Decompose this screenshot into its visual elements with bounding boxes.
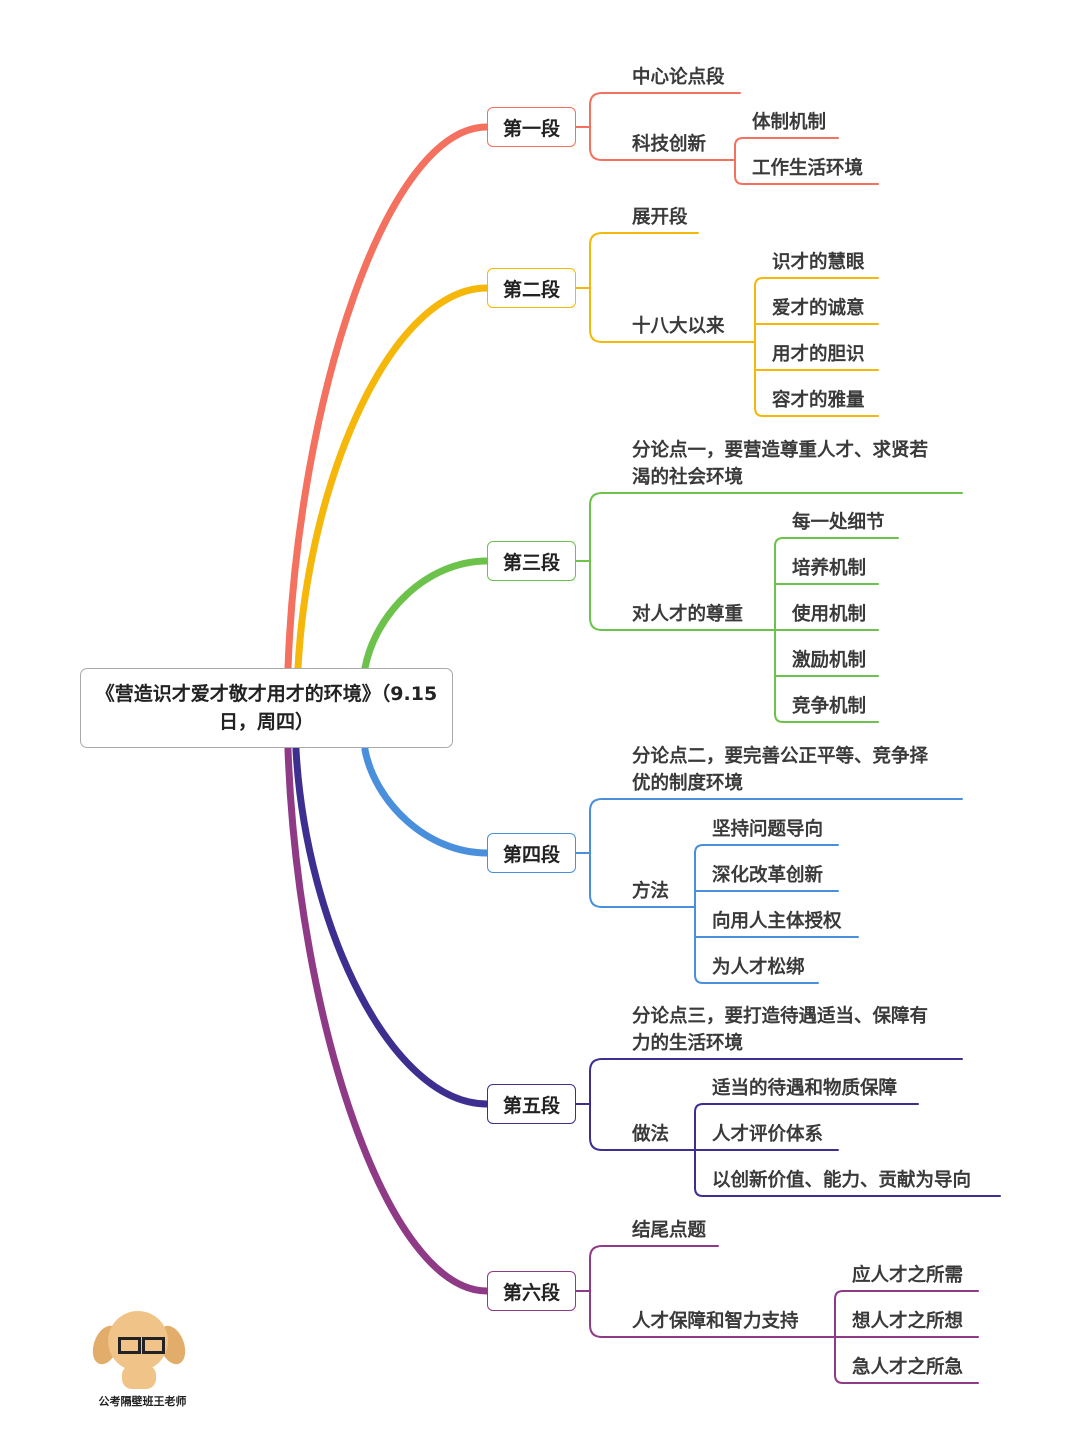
main-branch-line — [361, 705, 491, 857]
child-topic[interactable]: 做法 — [632, 1124, 670, 1145]
subtopic[interactable]: 用才的胆识 — [772, 344, 865, 365]
child-topic[interactable]: 分论点三，要打造待遇适当、保障有力的生活环境 — [632, 1006, 929, 1054]
branch-node-2[interactable]: 第二段 — [487, 268, 576, 308]
branch-label: 第三段 — [502, 551, 560, 574]
subtopic[interactable]: 每一处细节 — [792, 512, 885, 533]
subtopic[interactable]: 人才评价体系 — [712, 1124, 824, 1145]
child-topic[interactable]: 分论点二，要完善公正平等、竞争择优的制度环境 — [632, 746, 929, 794]
subtopic[interactable]: 工作生活环境 — [752, 158, 864, 179]
subtopic[interactable]: 坚持问题导向 — [712, 819, 824, 840]
subtopic[interactable]: 深化改革创新 — [712, 865, 824, 886]
main-branch-line — [284, 123, 491, 713]
subtopic-underline — [754, 277, 879, 287]
main-branch-line — [294, 284, 491, 713]
child-underline — [589, 1103, 696, 1151]
child-underline — [589, 492, 963, 562]
branch-node-4[interactable]: 第四段 — [487, 833, 576, 873]
branch-label: 第五段 — [502, 1094, 560, 1117]
subtopic-underline — [734, 175, 879, 185]
watermark-logo: 公考隔壁班王老师 — [80, 1305, 200, 1415]
subtopic-underline — [774, 537, 899, 547]
subtopic-underline — [734, 137, 839, 147]
subtopic[interactable]: 为人才松绑 — [712, 957, 805, 978]
root-topic[interactable]: 《营造识才爱才敬才用才的环境》（9.15日，周四） — [80, 668, 453, 748]
subtopic[interactable]: 培养机制 — [792, 558, 867, 579]
subtopic-underline — [834, 1374, 979, 1384]
branch-label: 第六段 — [502, 1281, 560, 1304]
subtopic[interactable]: 识才的慧眼 — [772, 252, 865, 273]
subtopic-underline — [694, 1187, 1001, 1197]
branch-node-6[interactable]: 第六段 — [487, 1271, 576, 1311]
root-topic-label: 《营造识才爱才敬才用才的环境》（9.15日，周四） — [95, 683, 438, 733]
subtopic[interactable]: 体制机制 — [752, 112, 827, 133]
subtopic-underline — [834, 1290, 979, 1300]
main-branch-line — [292, 705, 491, 1108]
subtopic-underline — [694, 1103, 919, 1113]
child-topic[interactable]: 方法 — [632, 881, 670, 902]
subtopic[interactable]: 想人才之所想 — [852, 1311, 964, 1332]
subtopic[interactable]: 向用人主体授权 — [712, 911, 842, 932]
child-topic[interactable]: 分论点一，要营造尊重人才、求贤若渴的社会环境 — [632, 440, 929, 488]
child-topic[interactable]: 科技创新 — [632, 134, 707, 155]
child-underline — [589, 126, 736, 161]
child-topic[interactable]: 展开段 — [632, 207, 688, 228]
subtopic[interactable]: 应人才之所需 — [852, 1265, 964, 1286]
main-branch-line — [284, 705, 491, 1295]
child-underline — [589, 1245, 719, 1292]
subtopic[interactable]: 以创新价值、能力、贡献为导向 — [712, 1170, 972, 1191]
subtopic[interactable]: 容才的雅量 — [772, 390, 865, 411]
subtopic[interactable]: 适当的待遇和物质保障 — [712, 1078, 898, 1099]
subtopic[interactable]: 竞争机制 — [792, 696, 867, 717]
watermark-text: 公考隔壁班王老师 — [98, 1395, 187, 1408]
child-underline — [589, 798, 963, 854]
child-underline — [589, 287, 756, 343]
child-underline — [589, 560, 776, 631]
subtopic-underline — [754, 407, 879, 417]
subtopic[interactable]: 爱才的诚意 — [772, 298, 865, 319]
child-underline — [589, 1058, 963, 1105]
child-topic[interactable]: 十八大以来 — [632, 316, 725, 337]
branch-label: 第四段 — [502, 843, 560, 866]
subtopic-underline — [694, 974, 819, 984]
child-topic[interactable]: 人才保障和智力支持 — [632, 1311, 799, 1332]
child-underline — [589, 852, 696, 908]
subtopic-underline — [774, 713, 879, 723]
main-branch-line — [361, 557, 491, 713]
child-underline — [589, 92, 741, 128]
branch-label: 第二段 — [502, 278, 560, 301]
child-topic[interactable]: 对人才的尊重 — [632, 604, 744, 625]
subtopic-underline — [694, 844, 839, 854]
branch-node-1[interactable]: 第一段 — [487, 107, 576, 147]
subtopic[interactable]: 急人才之所急 — [852, 1357, 964, 1378]
child-topic[interactable]: 结尾点题 — [632, 1220, 707, 1241]
subtopic[interactable]: 激励机制 — [792, 650, 867, 671]
branch-node-3[interactable]: 第三段 — [487, 541, 576, 581]
branch-node-5[interactable]: 第五段 — [487, 1084, 576, 1124]
child-underline — [589, 232, 699, 289]
child-underline — [589, 1290, 836, 1338]
subtopic[interactable]: 使用机制 — [792, 604, 867, 625]
child-topic[interactable]: 中心论点段 — [632, 67, 725, 88]
branch-label: 第一段 — [502, 117, 560, 140]
